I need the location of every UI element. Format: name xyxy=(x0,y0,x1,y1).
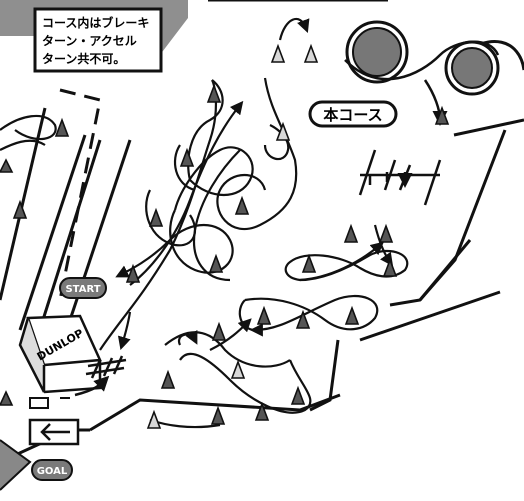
notice-line-1: コース内はブレーキ xyxy=(42,15,149,30)
cone xyxy=(148,207,164,227)
pylons xyxy=(0,43,450,429)
svg-text:GOAL: GOAL xyxy=(37,466,68,477)
cone xyxy=(125,263,141,283)
cone xyxy=(234,195,250,215)
cone xyxy=(208,253,224,273)
finish-arrow-box xyxy=(28,418,80,446)
cone xyxy=(12,199,28,219)
cone xyxy=(211,321,227,341)
cone xyxy=(0,390,14,406)
cone xyxy=(382,257,398,277)
svg-text:START: START xyxy=(65,284,100,295)
turn-drums xyxy=(344,20,500,126)
dark-cones xyxy=(0,83,450,425)
cone xyxy=(146,409,162,429)
cone xyxy=(290,385,306,405)
notice-line-3: ターン共不可。 xyxy=(42,51,125,66)
cone xyxy=(301,253,317,273)
main-course-label: 本コース xyxy=(308,100,398,128)
start-gate xyxy=(85,355,127,379)
cone xyxy=(160,369,176,389)
cone xyxy=(210,405,226,425)
svg-text:本コース: 本コース xyxy=(323,106,382,124)
cone xyxy=(295,309,311,329)
cone xyxy=(343,223,359,243)
cone xyxy=(378,223,394,243)
start-badge: START xyxy=(59,277,107,299)
goal-badge: GOAL xyxy=(31,459,73,481)
cone xyxy=(179,147,195,167)
notice-box: コース内はブレーキ ターン・アクセル ターン共不可。 xyxy=(33,7,163,73)
cone xyxy=(256,305,272,325)
cone xyxy=(275,121,291,141)
cone xyxy=(270,43,286,63)
cone xyxy=(206,83,222,103)
sponsor-tent: DUNLOP xyxy=(18,314,102,394)
cone xyxy=(0,158,14,173)
notice-line-2: ターン・アクセル xyxy=(42,34,137,48)
light-cones xyxy=(146,43,319,429)
course-paths xyxy=(0,17,409,429)
cone xyxy=(54,117,70,137)
cone xyxy=(303,43,319,63)
cone xyxy=(344,305,360,325)
cone xyxy=(434,105,450,125)
cone xyxy=(230,359,246,379)
brake-zone xyxy=(358,149,442,206)
cone xyxy=(254,401,270,421)
